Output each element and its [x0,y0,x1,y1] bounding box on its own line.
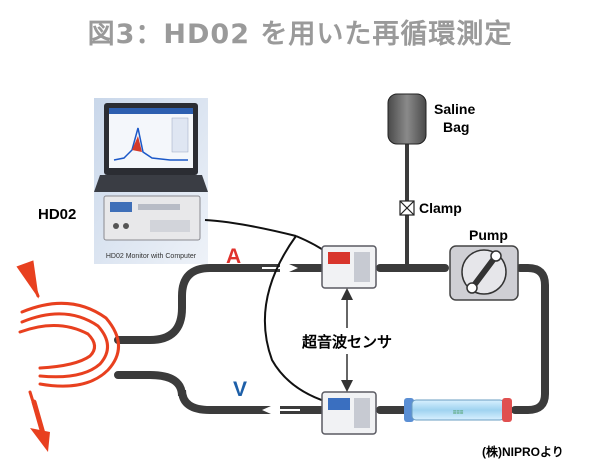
saline-bag-icon [387,93,427,145]
vessel-loop-core [18,323,96,370]
screen-curve [113,127,188,161]
vessel-loop-outer [20,301,120,388]
monitor-caption: HD02 Monitor with Computer [106,253,197,260]
vessel-arrow-top [16,260,39,299]
venous-sensor [321,391,377,435]
arterial-sensor [321,245,377,289]
hd02-port [113,223,119,229]
saline-label-line2: Bag [443,119,469,135]
clamp-label: Clamp [419,200,462,216]
hd02-port [123,223,129,229]
clamp-icon [399,200,415,216]
cable-to-venous-sensor [263,235,335,405]
cable-from-monitor [204,219,297,237]
pump-to-dialyzer-line [511,264,549,414]
pump-label: Pump [469,227,508,243]
monitor-cable [204,219,335,405]
arterial-sensor-side [354,252,370,282]
hd02-label: HD02 [38,206,76,223]
saline-bag [387,93,427,145]
dialyzer-brand-mark: ≡≡≡ [453,410,464,416]
credit-label: (株)NIPROより [482,444,564,459]
hd02-drawer [150,220,190,232]
arterial-sensor-red-cap [328,252,350,264]
venous-line [114,371,334,414]
arterial-label: A [226,245,241,268]
dialyzer-icon: ≡≡≡ [404,398,512,422]
vessel-arrow-shaft [31,399,49,447]
hd02-panel [138,204,180,210]
sensor-label: 超音波センサ [301,333,392,351]
laptop-base [94,175,208,192]
screen-titlebar [109,108,193,114]
screen-peak [132,136,142,152]
venous-label: V [233,378,247,401]
saline-label-line1: Saline [434,101,475,117]
screen-panel [171,117,189,153]
hd02-monitor-image: HD02 Monitor with Computer [94,98,208,264]
vessel-loop-inner [20,312,109,379]
venous-sensor-side [354,398,370,428]
hd02-display [110,202,132,212]
page-title: 図3：HD02 を用いた再循環測定 [87,19,513,50]
venous-sensor-blue-cap [328,398,350,410]
arterial-line [114,264,334,344]
pump-icon [449,245,519,301]
